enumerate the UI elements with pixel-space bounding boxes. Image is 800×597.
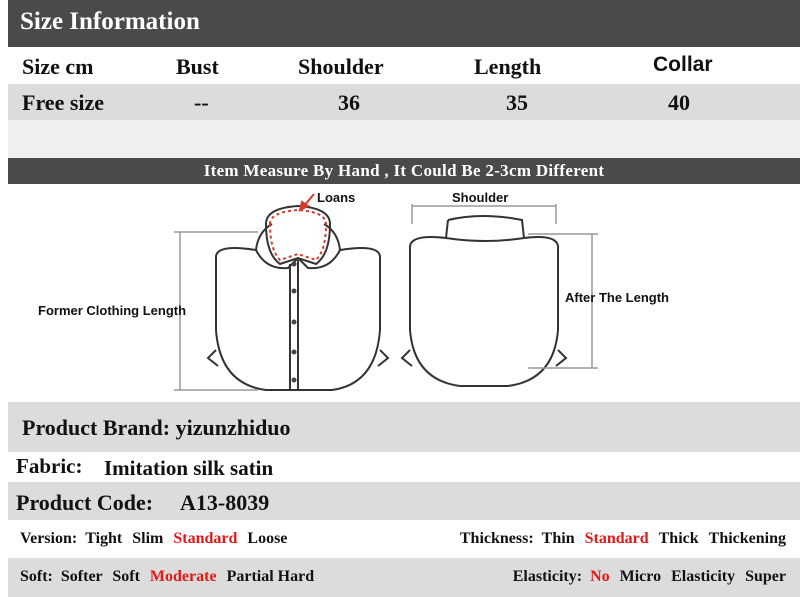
size-info-header: Size Information bbox=[8, 0, 800, 47]
version-option: Standard bbox=[173, 530, 238, 547]
elasticity-option: Micro bbox=[619, 568, 662, 585]
front-length-measure bbox=[174, 231, 258, 391]
soft-option: Soft bbox=[112, 568, 140, 585]
cell-length: 35 bbox=[506, 90, 528, 115]
product-code-label: Product Code: bbox=[16, 490, 154, 515]
diagram-area: Loans Former Clothing Length Shoulder Af… bbox=[8, 184, 800, 402]
product-code-row: Product Code: A13-8039 bbox=[8, 482, 800, 520]
thickness-option: Standard bbox=[584, 530, 649, 547]
fabric-label: Fabric: bbox=[16, 454, 83, 478]
back-length-measure bbox=[528, 233, 598, 369]
product-brand-row: Product Brand: yizunzhiduo bbox=[8, 402, 800, 452]
elasticity-group: Elasticity: No Micro Elasticity Super bbox=[513, 568, 786, 586]
elasticity-option: No bbox=[590, 568, 610, 585]
version-group: Version: Tight Slim Standard Loose bbox=[20, 530, 287, 548]
button-icons bbox=[291, 261, 297, 383]
collar-diagram bbox=[174, 193, 598, 391]
soft-group: Soft: Softer Soft Moderate Partial Hard bbox=[20, 568, 314, 586]
soft-option: Softer bbox=[60, 568, 103, 585]
thickness-option: Thick bbox=[658, 530, 699, 547]
collar-measure-line bbox=[268, 208, 328, 262]
soft-elasticity-row: Soft: Softer Soft Moderate Partial Hard … bbox=[8, 558, 800, 597]
soft-option: Partial Hard bbox=[226, 568, 315, 585]
thickness-option: Thin bbox=[541, 530, 575, 547]
fabric-value: Imitation silk satin bbox=[104, 456, 274, 480]
label-former-length: Former Clothing Length bbox=[38, 303, 187, 318]
header-shoulder: Shoulder bbox=[298, 54, 384, 79]
version-option: Tight bbox=[85, 530, 123, 547]
spacer-band bbox=[8, 120, 800, 158]
size-table-header-row: Size cm Bust Shoulder Length Collar bbox=[8, 47, 800, 84]
front-collar-shape bbox=[206, 204, 390, 391]
size-info-title: Size Information bbox=[20, 8, 200, 35]
measure-note: Item Measure By Hand , It Could Be 2-3cm… bbox=[203, 161, 605, 180]
label-shoulder: Shoulder bbox=[452, 190, 509, 205]
header-collar: Collar bbox=[653, 53, 713, 76]
version-option: Slim bbox=[132, 530, 164, 547]
product-brand: Product Brand: yizunzhiduo bbox=[22, 415, 291, 440]
arrow-icon bbox=[298, 193, 315, 212]
version-label: Version: bbox=[20, 530, 78, 547]
soft-label: Soft: bbox=[20, 568, 53, 585]
cell-collar: 40 bbox=[668, 90, 690, 115]
cell-shoulder: 36 bbox=[338, 90, 360, 115]
fabric-row: Fabric: Imitation silk satin bbox=[8, 452, 800, 482]
elasticity-label: Elasticity: bbox=[512, 568, 583, 585]
label-loans: Loans bbox=[317, 190, 356, 205]
back-collar-shape bbox=[400, 215, 568, 387]
thickness-group: Thickness: Thin Standard Thick Thickenin… bbox=[460, 530, 786, 548]
measure-note-band: Item Measure By Hand , It Could Be 2-3cm… bbox=[8, 158, 800, 184]
elasticity-option: Super bbox=[745, 568, 786, 585]
thickness-option: Thickening bbox=[708, 530, 786, 547]
version-thickness-row: Version: Tight Slim Standard Loose Thick… bbox=[8, 520, 800, 558]
header-length: Length bbox=[474, 54, 542, 79]
header-bust: Bust bbox=[176, 54, 219, 79]
label-after-length: After The Length bbox=[565, 290, 669, 305]
shoulder-measure bbox=[411, 204, 557, 224]
elasticity-option: Elasticity bbox=[671, 568, 736, 585]
cell-bust: -- bbox=[194, 90, 209, 115]
header-size: Size cm bbox=[22, 54, 94, 79]
thickness-label: Thickness: bbox=[459, 530, 534, 547]
version-option: Loose bbox=[247, 530, 288, 547]
cell-size: Free size bbox=[22, 90, 105, 115]
product-code-value: A13-8039 bbox=[180, 490, 270, 515]
size-table-data-row: Free size -- 36 35 40 bbox=[8, 84, 800, 120]
soft-option: Moderate bbox=[149, 568, 217, 585]
